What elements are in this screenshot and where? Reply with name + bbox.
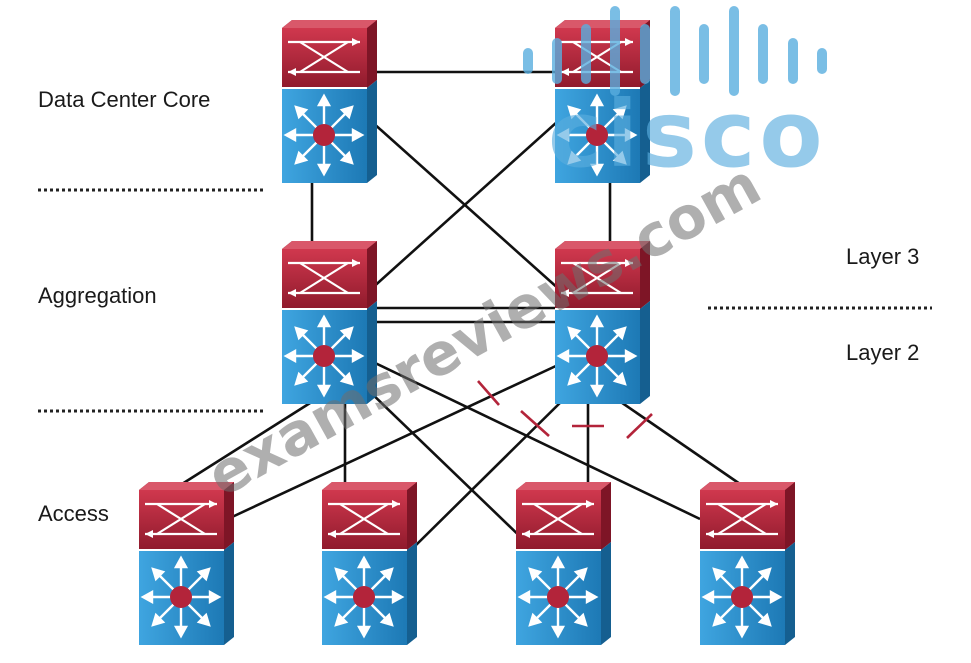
cisco-logo-watermark: cisco: [523, 6, 827, 188]
core-left-switch-icon: [280, 18, 379, 185]
label-layer-2: Layer 2: [846, 340, 919, 365]
label-layer-3: Layer 3: [846, 244, 919, 269]
label-data-center-core: Data Center Core: [38, 87, 210, 112]
access-2-switch-icon: [320, 480, 419, 647]
access-1-switch-icon: [137, 480, 236, 647]
link-agg-left-access-4: [372, 360, 701, 521]
access-3-switch-icon: [514, 480, 613, 647]
cisco-logo-text: cisco: [548, 81, 827, 188]
label-access: Access: [38, 501, 109, 526]
link-agg-right-access-2: [411, 394, 569, 550]
blocked-marker-access-1: [477, 380, 500, 406]
blocked-marker-access-4: [626, 413, 653, 439]
link-agg-left-access-1: [181, 396, 319, 486]
blocked-marker-access-2: [520, 410, 550, 437]
link-core-right-agg-left: [369, 121, 558, 291]
link-agg-right-access-1: [231, 363, 559, 519]
link-agg-right-access-4: [614, 396, 741, 486]
links-layer: [181, 70, 741, 550]
access-4-switch-icon: [698, 480, 797, 647]
label-aggregation: Aggregation: [38, 283, 157, 308]
link-core-left-agg-right: [371, 121, 561, 291]
blocked-port-markers: [477, 380, 653, 439]
link-agg-left-access-3: [367, 389, 531, 547]
